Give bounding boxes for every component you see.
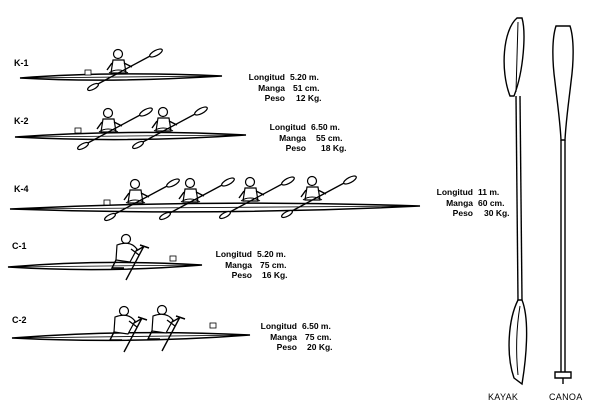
spec-value-manga: 75 cm. bbox=[305, 331, 332, 342]
spec-label-manga: Manga bbox=[258, 82, 285, 93]
spec-value-longitud: 11 m. bbox=[478, 187, 500, 197]
spec-label-manga: Manga bbox=[270, 331, 297, 342]
spec-value-peso: 30 Kg. bbox=[484, 208, 510, 218]
spec-value-longitud: 6.50 m. bbox=[302, 321, 331, 331]
boat-label-k2: K-2 bbox=[14, 116, 29, 126]
spec-value-longitud: 5.20 m. bbox=[290, 72, 319, 82]
boat-c2 bbox=[11, 304, 251, 353]
spec-label-peso: Peso bbox=[285, 143, 306, 153]
spec-value-peso: 12 Kg. bbox=[296, 93, 322, 103]
boat-label-c1: C-1 bbox=[12, 241, 27, 251]
spec-value-longitud: 5.20 m. bbox=[257, 249, 286, 259]
spec-label-longitud: Longitud bbox=[260, 321, 297, 331]
spec-label-longitud: Longitud bbox=[269, 122, 306, 132]
spec-label-manga: Manga bbox=[225, 259, 252, 270]
boat-k2 bbox=[14, 104, 247, 152]
boat-label-k4: K-4 bbox=[14, 184, 29, 194]
spec-label-peso: Peso bbox=[231, 270, 252, 280]
boat-label-k1: K-1 bbox=[14, 58, 29, 68]
spec-value-peso: 18 Kg. bbox=[321, 143, 347, 153]
spec-label-peso: Peso bbox=[452, 208, 473, 218]
kayak-paddle bbox=[503, 17, 528, 386]
spec-label-longitud: Longitud bbox=[436, 187, 473, 197]
boat-k1 bbox=[19, 46, 223, 93]
paddle-label-canoe: CANOA bbox=[549, 392, 583, 402]
spec-label-manga: Manga bbox=[446, 197, 473, 208]
boat-c1 bbox=[7, 233, 203, 281]
spec-label-longitud: Longitud bbox=[248, 72, 285, 82]
spec-value-peso: 16 Kg. bbox=[262, 270, 288, 280]
spec-label-longitud: Longitud bbox=[215, 249, 252, 259]
boat-k4 bbox=[9, 173, 421, 223]
spec-value-longitud: 6.50 m. bbox=[311, 122, 340, 132]
spec-label-manga: Manga bbox=[279, 132, 306, 143]
spec-value-peso: 20 Kg. bbox=[307, 342, 333, 352]
spec-value-manga: 55 cm. bbox=[316, 132, 343, 143]
spec-value-manga: 60 cm. bbox=[478, 197, 505, 208]
paddle-label-kayak: KAYAK bbox=[488, 392, 519, 402]
spec-label-peso: Peso bbox=[264, 93, 285, 103]
spec-label-peso: Peso bbox=[276, 342, 297, 352]
boat-label-c2: C-2 bbox=[12, 315, 27, 325]
canoe-paddle bbox=[552, 25, 574, 384]
spec-value-manga: 51 cm. bbox=[293, 82, 320, 93]
spec-value-manga: 75 cm. bbox=[260, 259, 287, 270]
